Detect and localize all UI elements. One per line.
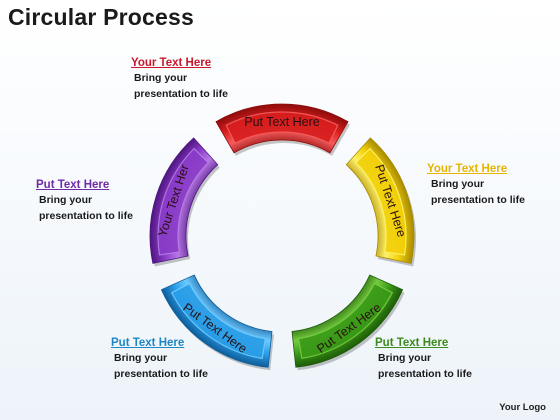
callout-bottom-left: Put Text Here Bring your presentation to… — [111, 337, 208, 382]
process-segment-1: Put Text Here — [215, 103, 350, 156]
segment-panel — [354, 147, 407, 256]
callout-bottom-left-heading: Put Text Here — [111, 337, 185, 349]
callout-bottom-right-line-2: presentation to life — [378, 368, 472, 380]
callout-left-line-1: Bring your — [39, 194, 93, 206]
callout-right: Your Text Here Bring your presentation t… — [427, 163, 525, 208]
logo-placeholder: Your Logo — [499, 402, 546, 413]
segment-panel — [297, 282, 394, 360]
slide-title: Circular Process — [8, 4, 195, 30]
segment-panel — [225, 111, 339, 144]
callout-left: Put Text Here Bring your presentation to… — [36, 179, 133, 224]
callout-bottom-right-heading: Put Text Here — [375, 337, 449, 349]
callout-top: Your Text Here Bring your presentation t… — [131, 57, 228, 102]
callout-bottom-right-line-1: Bring your — [378, 352, 432, 364]
segment-label-1: Put Text Here — [244, 115, 320, 129]
segment-panel — [170, 282, 267, 360]
callout-right-line-2: presentation to life — [431, 194, 525, 206]
callout-top-line-1: Bring your — [134, 72, 188, 84]
callout-top-line-2: presentation to life — [134, 88, 228, 100]
callout-bottom-left-line-1: Bring your — [114, 352, 168, 364]
callout-bottom-right: Put Text Here Bring your presentation to… — [375, 337, 472, 382]
callout-left-heading: Put Text Here — [36, 179, 110, 191]
process-segment-5: Your Text Her — [149, 137, 220, 267]
callout-top-heading: Your Text Here — [131, 57, 212, 69]
callout-bottom-left-line-2: presentation to life — [114, 368, 208, 380]
callout-right-line-1: Bring your — [431, 178, 485, 190]
callout-right-heading: Your Text Here — [427, 163, 508, 175]
process-segment-2: Put Text Here — [345, 137, 417, 267]
segment-panel — [157, 147, 210, 256]
callout-left-line-2: presentation to life — [39, 210, 133, 222]
